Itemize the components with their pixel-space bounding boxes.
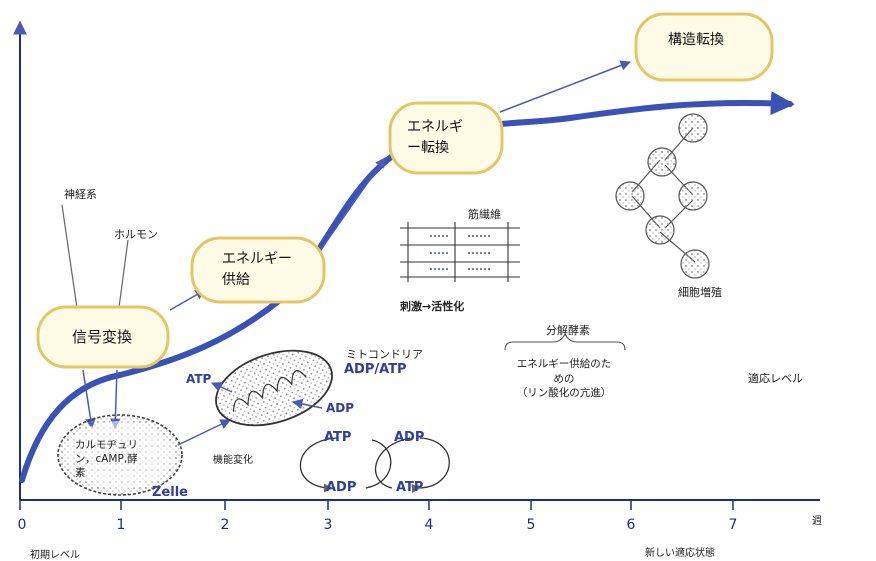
arrow-cell-to-mito — [177, 419, 231, 446]
muscle-fiber — [400, 222, 520, 282]
cycle-atp-top-left: ATP — [324, 430, 352, 445]
x-tick-7: 7 — [728, 517, 738, 533]
box-energy-convert-label: エネルギ ー転換 — [407, 119, 463, 156]
axes — [13, 20, 820, 510]
arrow-adp-into-mito — [291, 398, 323, 410]
arrow-supply-to-convert — [314, 157, 386, 259]
adaptation-curve — [19, 91, 795, 483]
label-cell-proliferation: 細胞増殖 — [678, 286, 722, 299]
x-tick-5: 5 — [526, 517, 536, 533]
label-adp-atp: ADP/ATP — [344, 362, 407, 377]
arrow-signal-cell-1 — [82, 369, 96, 430]
label-initial-level: 初期レベル — [30, 550, 80, 561]
cell-proliferation — [615, 113, 710, 279]
label-week: 週 — [812, 516, 822, 527]
enzyme-brace — [504, 332, 626, 351]
label-hormone: ホルモン — [114, 228, 158, 241]
box-structure — [634, 12, 774, 82]
label-energy-supply-text: エネルギー供給のた めの （リン酸化の亢進） — [516, 358, 612, 400]
box-signal — [36, 305, 170, 369]
arrow-hormone — [114, 239, 129, 316]
arrow-nervous — [61, 204, 82, 316]
label-adp-in: ADP — [326, 401, 355, 415]
x-tick-6: 6 — [626, 517, 636, 533]
box-energy-supply — [190, 236, 326, 304]
arrow-convert-to-structure — [499, 60, 631, 113]
label-stimulus: 刺激→活性化 — [400, 300, 465, 313]
box-energy-convert — [388, 101, 504, 175]
label-function-change: 機能変化 — [213, 455, 253, 466]
label-zelle: Zelle — [152, 485, 188, 500]
label-enzyme: 分解酵素 — [546, 324, 590, 337]
label-atp-left: ATP — [186, 372, 212, 386]
label-muscle-fiber: 筋繊維 — [468, 208, 501, 221]
cycle-adp-bottom-left: ADP — [326, 480, 357, 495]
atp-adp-cycle — [299, 437, 450, 493]
label-new-state: 新しい適応状態 — [645, 548, 715, 559]
x-axis-ticks — [19, 500, 734, 510]
box-signal-label: 信号変換 — [72, 327, 133, 346]
cycle-atp-bottom-right: ATP — [396, 480, 424, 495]
x-tick-2: 2 — [220, 517, 230, 533]
mitochondrion — [215, 349, 333, 427]
label-nervous: 神経系 — [64, 188, 97, 201]
x-tick-1: 1 — [116, 517, 126, 533]
label-adapt-level: 適応レベル — [748, 372, 803, 385]
label-cell-contents: カルモヂュリ ン，cAMP,酵 素 — [75, 439, 138, 480]
x-tick-0: 0 — [17, 517, 27, 533]
arrow-mito-atp — [211, 382, 233, 393]
box-structure-label: 構造転換 — [668, 31, 724, 48]
label-mitochondria: ミトコンドリア — [346, 348, 423, 361]
x-tick-4: 4 — [424, 517, 434, 533]
x-tick-3: 3 — [323, 517, 333, 533]
box-energy-supply-label: エネルギー 供給 — [222, 251, 292, 288]
cycle-adp-top-right: ADP — [394, 430, 425, 445]
